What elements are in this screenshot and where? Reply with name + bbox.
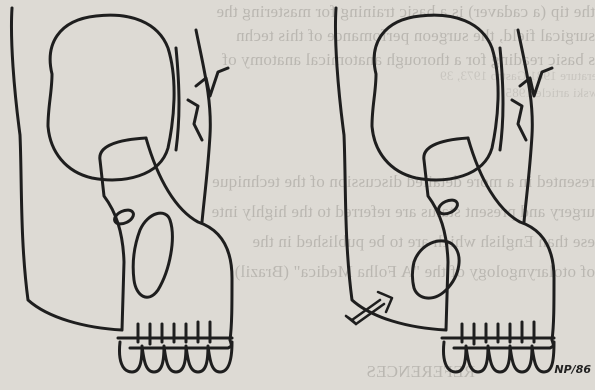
foramen (112, 207, 135, 226)
zygomatic-line (146, 138, 232, 340)
maxillary-sinus (133, 213, 172, 297)
artist-signature: NP/86 (554, 363, 591, 376)
tooth-roots (462, 322, 534, 344)
skull-left (11, 8, 232, 372)
fracture-line (196, 68, 228, 96)
orbit-rim (176, 48, 179, 150)
maxilla-outline (130, 340, 231, 348)
maxillary-sinus (413, 241, 460, 298)
nasal-bone (196, 30, 210, 222)
foramen (436, 197, 459, 216)
skull-outline (11, 8, 146, 330)
tooth-roots (138, 322, 210, 344)
fracture-line (188, 100, 202, 140)
zygomatic-line (468, 138, 554, 340)
skull-right (335, 8, 554, 372)
maxilla-outline (454, 340, 553, 348)
orbit-right (372, 15, 498, 180)
fracture-line (512, 100, 526, 140)
orbit-left (48, 15, 174, 180)
fracture-line (520, 68, 552, 96)
skull-outline (335, 8, 468, 330)
orbit-rim (500, 48, 503, 150)
